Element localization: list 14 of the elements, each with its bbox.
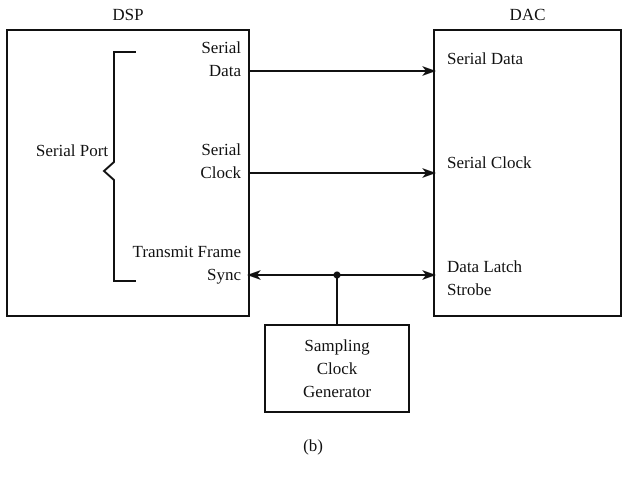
arrow — [248, 66, 436, 76]
figure-caption: (b) — [302, 436, 324, 456]
port-label: Serial Data — [435, 47, 537, 70]
port-label: Data Latch Strobe — [435, 255, 557, 301]
arrow — [248, 168, 436, 178]
block-title: DAC — [508, 4, 546, 26]
generator-label: Sampling Clock Generator — [302, 335, 372, 403]
port-label: Transmit Frame Sync — [131, 240, 248, 286]
generator-box — [264, 324, 410, 413]
port-label: Serial Data — [171, 36, 248, 82]
group-label: Serial Port — [34, 140, 110, 162]
block-title: DSP — [111, 4, 145, 26]
port-label: Serial Clock — [171, 138, 248, 184]
port-label: Serial Clock — [435, 151, 537, 174]
